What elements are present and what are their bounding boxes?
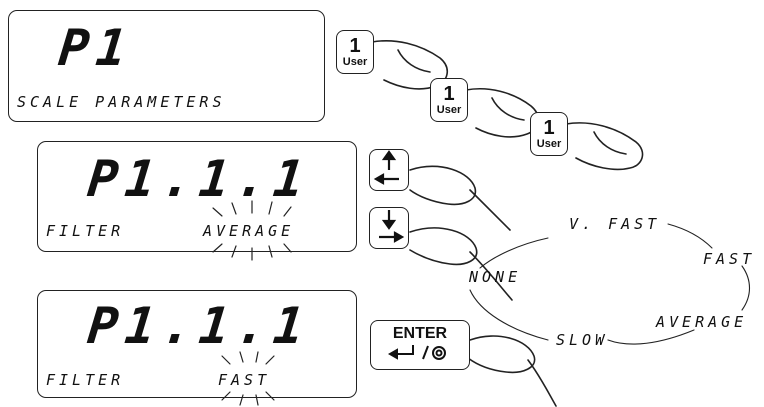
display-label: FILTER: [46, 222, 125, 240]
enter-return-target-icon: [387, 345, 446, 360]
enter-label: ENTER: [392, 325, 448, 342]
key-label: User: [436, 104, 462, 116]
display-label: FILTER: [46, 371, 125, 389]
display-label: SCALE PARAMETERS: [17, 93, 226, 111]
finger-icon: [409, 165, 477, 206]
up-arrow-key[interactable]: [369, 149, 409, 191]
option-vfast: V. FAST: [569, 215, 661, 233]
key-number: 1: [443, 83, 455, 105]
display-filter-average: P1.1.1 FILTER AVERAGE: [37, 141, 357, 252]
key-label: User: [536, 138, 562, 150]
up-arrow-left-arrow-icon: [373, 150, 399, 185]
finger-icon: [397, 49, 431, 73]
finger-icon: [565, 122, 644, 171]
down-arrow-right-arrow-icon: [379, 210, 405, 243]
option-none: NONE: [469, 268, 522, 286]
blink-rays-icon: [212, 200, 292, 261]
finger-icon: [467, 335, 536, 374]
finger-icon: [469, 189, 511, 231]
display-value-blinking: AVERAGE: [203, 222, 295, 240]
finger-icon: [527, 359, 557, 407]
down-arrow-key[interactable]: [369, 207, 409, 249]
option-average: AVERAGE: [656, 313, 748, 331]
key-number: 1: [349, 35, 361, 57]
display-value-blinking: FAST: [218, 371, 271, 389]
blink-rays-icon: [221, 351, 275, 406]
user-key-1[interactable]: 1 User: [336, 30, 374, 74]
finger-icon: [465, 87, 539, 138]
display-scale-parameters: P1 SCALE PARAMETERS: [8, 10, 325, 122]
enter-key[interactable]: ENTER: [370, 320, 470, 370]
user-key-2[interactable]: 1 User: [430, 78, 468, 122]
option-fast: FAST: [703, 250, 756, 268]
finger-icon: [469, 251, 513, 301]
finger-icon: [491, 97, 525, 121]
finger-icon: [371, 39, 448, 90]
option-slow: SLOW: [556, 331, 609, 349]
key-number: 1: [543, 117, 555, 139]
option-cycle-loop: [469, 223, 751, 345]
key-label: User: [342, 56, 368, 68]
finger-icon: [409, 227, 478, 266]
display-filter-fast: P1.1.1 FILTER FAST: [37, 290, 357, 398]
finger-icon: [593, 131, 627, 155]
user-key-3[interactable]: 1 User: [530, 112, 568, 156]
